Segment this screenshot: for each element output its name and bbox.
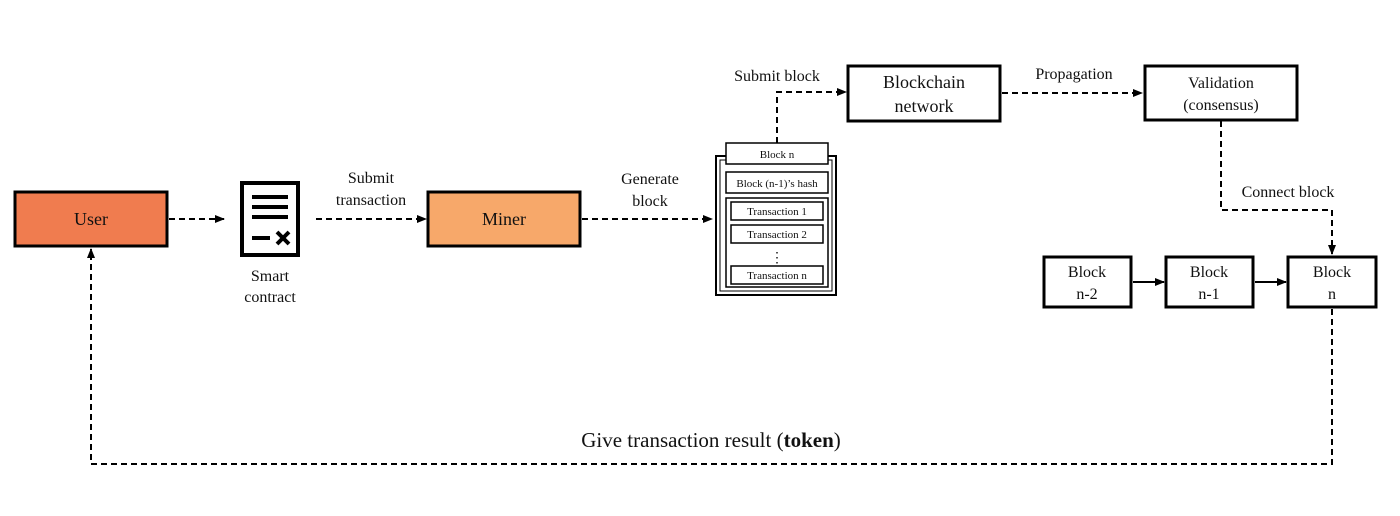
- transaction-box: [730, 265, 824, 285]
- transaction-label: Transaction n: [747, 270, 807, 282]
- chain-block-box: [1164, 255, 1255, 309]
- give-result-prefix: Give transaction result (: [581, 428, 783, 452]
- chain-block-label-line2: n-1: [1198, 286, 1219, 303]
- transactions-ellipsis: ⋮: [770, 251, 784, 266]
- chain-block-label-line2: n-2: [1076, 286, 1097, 303]
- generate-block-label-line1: Generate: [621, 171, 679, 188]
- chain-block-box: [1042, 255, 1133, 309]
- transaction-label: Transaction 1: [747, 206, 807, 218]
- connect-block-arrow: [1220, 121, 1336, 255]
- connect-block-label: Connect block: [1242, 184, 1335, 201]
- propagation-label: Propagation: [1035, 66, 1112, 83]
- chain-block-n-2: Block n-2: [1042, 255, 1133, 309]
- miner-box: [426, 190, 582, 248]
- miner-node: Miner: [426, 190, 582, 248]
- generate-block-label-line2: block: [632, 193, 668, 210]
- chain-block-n-1: Block n-1: [1164, 255, 1255, 309]
- smart-contract-icon: [240, 181, 300, 257]
- block-header-label: Block n: [760, 149, 795, 161]
- user-box: [13, 190, 169, 248]
- give-result-token: token: [784, 428, 834, 452]
- prev-hash-box: [725, 171, 829, 194]
- validation-box: [1143, 64, 1299, 122]
- give-result-label: Give transaction result (token): [581, 428, 841, 452]
- submit-transaction-label-line2: transaction: [336, 192, 406, 209]
- submit-block-label: Submit block: [734, 68, 820, 85]
- chain-block-label-line1: Block: [1068, 264, 1106, 281]
- blockchain-network-node: Blockchain network: [846, 64, 1002, 123]
- prev-hash-label: Block (n-1)’s hash: [736, 178, 818, 190]
- user-label: User: [74, 209, 108, 229]
- smart-contract-label-line2: contract: [244, 289, 296, 306]
- submit-transaction-label-line1: Submit: [348, 170, 395, 187]
- transaction-box: [730, 201, 824, 221]
- validation-label-line2: (consensus): [1183, 97, 1259, 114]
- chain-block-n: Block n: [1286, 255, 1378, 309]
- blockchain-network-label-line1: Blockchain: [883, 72, 965, 92]
- miner-label: Miner: [482, 209, 526, 229]
- blockchain-network-label-line2: network: [895, 96, 954, 116]
- chain-block-label-line2: n: [1328, 286, 1336, 303]
- validation-node: Validation (consensus): [1143, 64, 1299, 122]
- block-stack: Block n Block (n-1)’s hash Transaction 1…: [715, 142, 837, 296]
- validation-label-line1: Validation: [1188, 75, 1254, 92]
- chain-block-box: [1286, 255, 1378, 309]
- give-result-arrow: [87, 248, 1333, 465]
- transaction-box: [730, 224, 824, 244]
- user-node: User: [13, 190, 169, 248]
- blockchain-network-box: [846, 64, 1002, 123]
- smart-contract-label-line1: Smart: [251, 268, 290, 285]
- submit-block-arrow: [776, 88, 847, 143]
- chain-block-label-line1: Block: [1313, 264, 1351, 281]
- chain-block-label-line1: Block: [1190, 264, 1228, 281]
- transaction-label: Transaction 2: [747, 229, 807, 241]
- transactions-container: [725, 197, 829, 288]
- give-result-suffix: ): [834, 428, 841, 452]
